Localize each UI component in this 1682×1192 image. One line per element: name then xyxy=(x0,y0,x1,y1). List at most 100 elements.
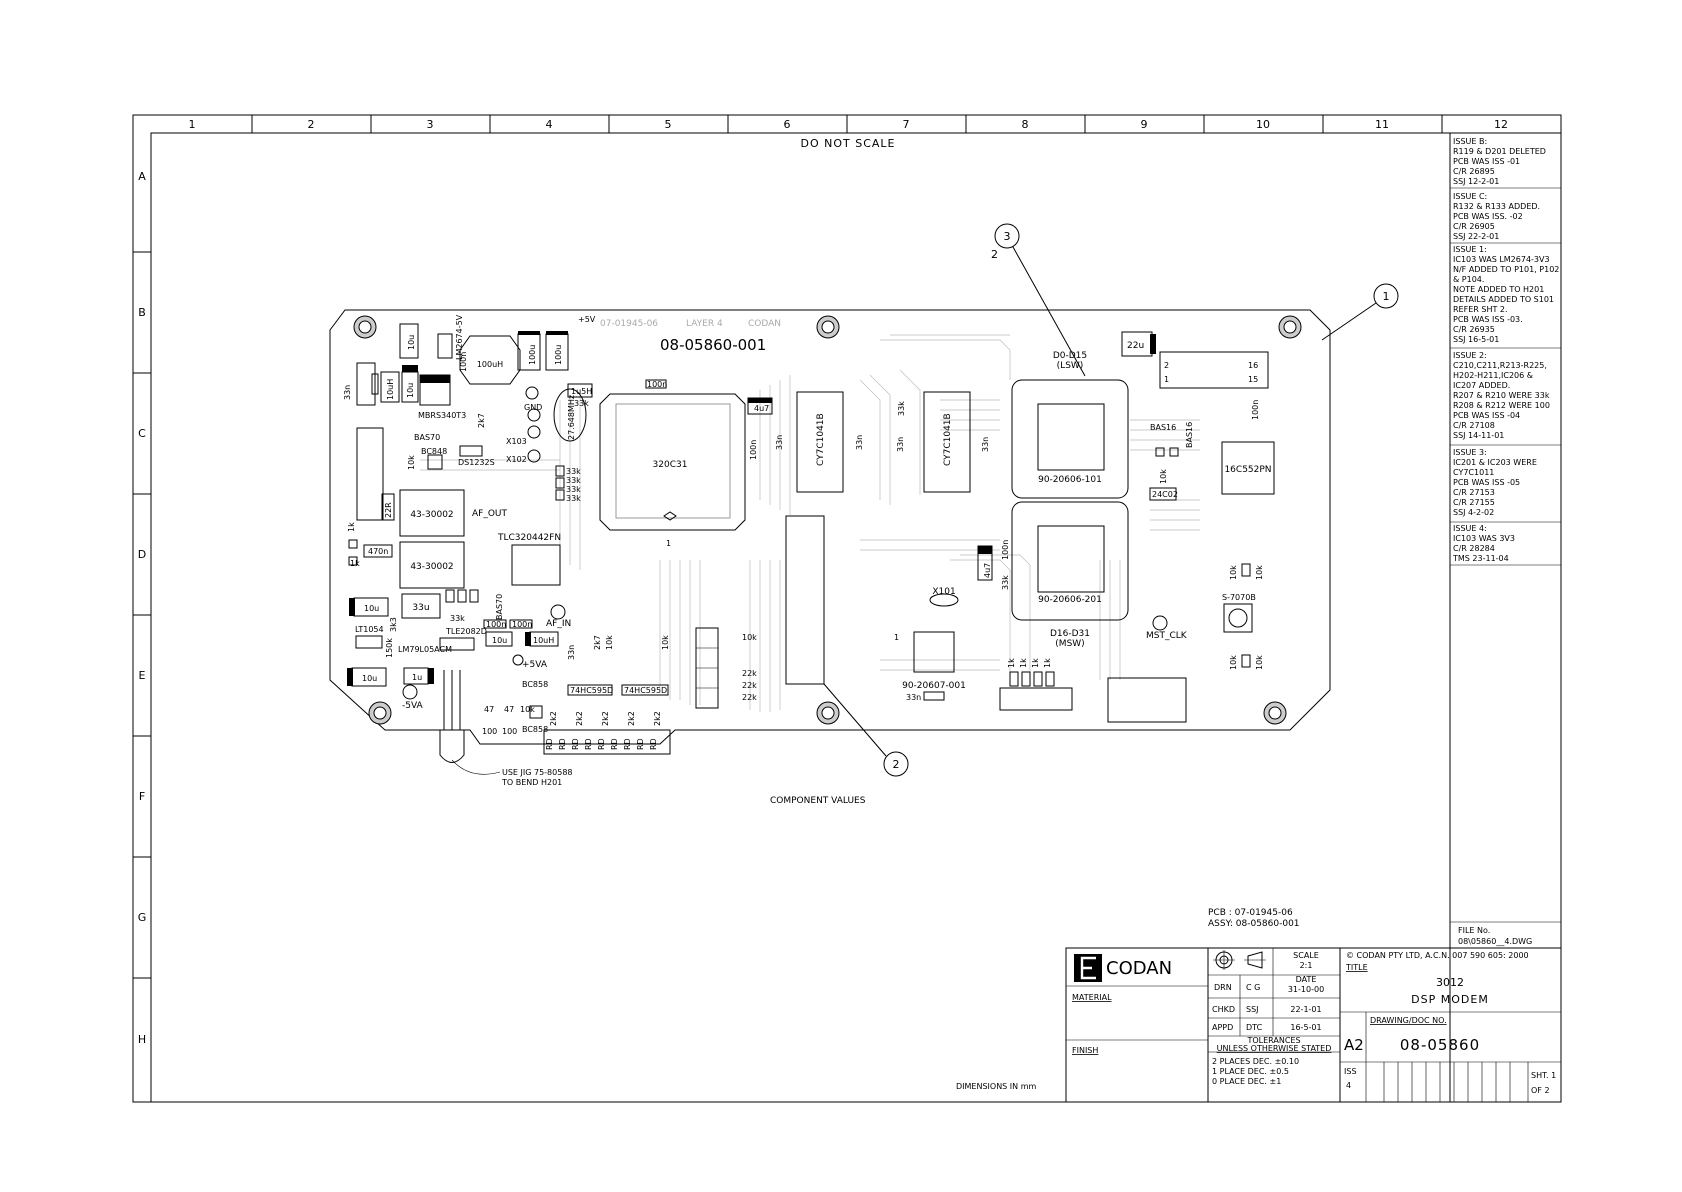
pin1-label: 1 xyxy=(666,539,671,548)
sheet-label: SHT. 1 xyxy=(1531,1071,1556,1080)
lsw-label: D0-D15 xyxy=(1053,351,1087,361)
resistor-label: 22k xyxy=(742,681,757,690)
af-out-label: AF_OUT xyxy=(472,509,508,519)
resistor-label: 47 xyxy=(504,705,514,714)
chkd-label: CHKD xyxy=(1212,1005,1235,1014)
cap-label: 10u xyxy=(407,335,416,350)
doc-number: 08-05860 xyxy=(1400,1036,1480,1054)
resistor-label: 10k xyxy=(1229,565,1238,580)
mst-clk-label: MST_CLK xyxy=(1146,631,1188,641)
revision-line: IC201 & IC203 WERE xyxy=(1453,458,1537,467)
resistor-label: 100 xyxy=(502,727,517,736)
tolerance-line: 0 PLACE DEC. ±1 xyxy=(1212,1077,1281,1086)
chkd-date: 22-1-01 xyxy=(1290,1005,1321,1014)
conn-pin: 15 xyxy=(1248,375,1258,384)
resistor-label: 2k7 xyxy=(593,635,602,650)
revision-issue-c: ISSUE C: R132 & R133 ADDED. PCB WAS ISS.… xyxy=(1453,192,1540,241)
cap-label: 100n xyxy=(749,440,758,460)
resistor-label: 1k xyxy=(350,559,360,568)
row-label: G xyxy=(138,911,147,924)
resistor-label: 2k2 xyxy=(549,711,558,726)
iss-value: 4 xyxy=(1346,1081,1351,1090)
appd-value: DTC xyxy=(1246,1023,1263,1032)
pcb-board: 07-01945-06 LAYER 4 CODAN 08-05860-001 1… xyxy=(329,223,1399,787)
revision-line: CY7C1011 xyxy=(1453,468,1494,477)
resistor-label: 33k xyxy=(566,467,581,476)
resistor-label: 47 xyxy=(484,705,494,714)
drawing-title-1: 3012 xyxy=(1436,976,1464,989)
uart-label: 16C552PN xyxy=(1224,465,1271,475)
row-label: E xyxy=(139,669,146,682)
tle-label: TLE2082D xyxy=(445,627,487,636)
gnd-label: GND xyxy=(524,403,542,412)
plus5v-label: +5V xyxy=(578,315,596,324)
resistor-label: 1k xyxy=(347,522,356,532)
revision-line: ISSUE 1: xyxy=(1453,245,1487,254)
resistor-label: 1k xyxy=(1007,658,1016,668)
company-name: CODAN xyxy=(1106,958,1172,979)
column-label: 12 xyxy=(1494,118,1508,131)
revision-line: SSJ 14-11-01 xyxy=(1453,431,1504,440)
resistor-label: 10k xyxy=(605,635,614,650)
revision-line: NOTE ADDED TO H201 xyxy=(1453,285,1544,294)
bc858-label: BC858 xyxy=(522,725,548,734)
revision-line: SSJ 4-2-02 xyxy=(1453,508,1494,517)
rd-label: RD xyxy=(571,738,580,750)
resistor-label: 33k xyxy=(897,401,906,416)
resistor-label: 33k xyxy=(574,399,589,408)
title-label: TITLE xyxy=(1345,963,1368,972)
silk-pcb-number: 07-01945-06 xyxy=(600,319,658,329)
codec-label: TLC320442FN xyxy=(497,533,561,543)
mounting-holes xyxy=(353,315,1302,725)
sram-section: CY7C1041B CY7C1041B 4u7 100n 33n 33n 100… xyxy=(645,379,990,685)
resistor-label: 2k2 xyxy=(601,711,610,726)
cap-label: 10u xyxy=(406,383,415,398)
column-label: 2 xyxy=(308,118,315,131)
crystal-label: 27.648MHz xyxy=(567,395,576,440)
diode-label: MBRS340T3 xyxy=(418,411,466,420)
rd-label: RD xyxy=(558,738,567,750)
revision-line: IC207 ADDED. xyxy=(1453,381,1510,390)
iss-label: ISS xyxy=(1344,1067,1357,1076)
drn-label: DRN xyxy=(1214,983,1232,992)
bas70-label: BAS70 xyxy=(414,433,440,442)
resistor-label: 33k xyxy=(1001,575,1010,590)
revision-line: PCB WAS ISS. -02 xyxy=(1453,212,1523,221)
resistor-label: 10k xyxy=(742,633,757,642)
callout-1 xyxy=(1373,283,1399,309)
conn-pin: 16 xyxy=(1248,361,1258,370)
assembly-number: 08-05860-001 xyxy=(660,336,766,354)
x101-label: X101 xyxy=(932,587,955,597)
pin1-label: 1 xyxy=(894,633,899,642)
resistor-label: 10k xyxy=(407,455,416,470)
column-label: 6 xyxy=(784,118,791,131)
file-label: FILE No. xyxy=(1458,926,1490,935)
resistor-label: 1k xyxy=(1019,658,1028,668)
revision-line: C/R 27155 xyxy=(1453,498,1495,507)
resistor-label: 10k xyxy=(661,635,670,650)
cap-label: 10u xyxy=(492,636,507,645)
pcb-traces xyxy=(420,334,1200,712)
resistor-label: 10k xyxy=(1255,655,1264,670)
revision-line: H202-H211,IC206 & xyxy=(1453,371,1533,380)
tolerance-line: 2 PLACES DEC. ±0.10 xyxy=(1212,1057,1299,1066)
transformer-label: 43-30002 xyxy=(410,562,453,572)
flash2-label: 90-20606-201 xyxy=(1038,595,1102,605)
lsw-label-2: (LSW) xyxy=(1057,361,1084,371)
revision-line: PCB WAS ISS -03. xyxy=(1453,315,1523,324)
switch-label: S-7070B xyxy=(1222,593,1256,602)
projection-symbol xyxy=(1213,950,1266,970)
inductor-label: 10uH xyxy=(533,636,554,645)
finish-label: FINISH xyxy=(1072,1046,1098,1055)
output-drivers: 74HC595D 74HC595D BC858 BC858 RD RD RD R… xyxy=(482,627,757,755)
resistor-label: 1k xyxy=(1031,658,1040,668)
x102-label: X102 xyxy=(506,455,527,464)
rd-label: RD xyxy=(610,738,619,750)
revision-line: REFER SHT 2. xyxy=(1453,305,1508,314)
plus5va-label: +5VA xyxy=(522,660,548,670)
af-in-label: AF_IN xyxy=(546,619,571,629)
row-label: H xyxy=(138,1033,146,1046)
cap-label: 100n xyxy=(512,620,532,629)
board-outline xyxy=(329,309,1331,745)
